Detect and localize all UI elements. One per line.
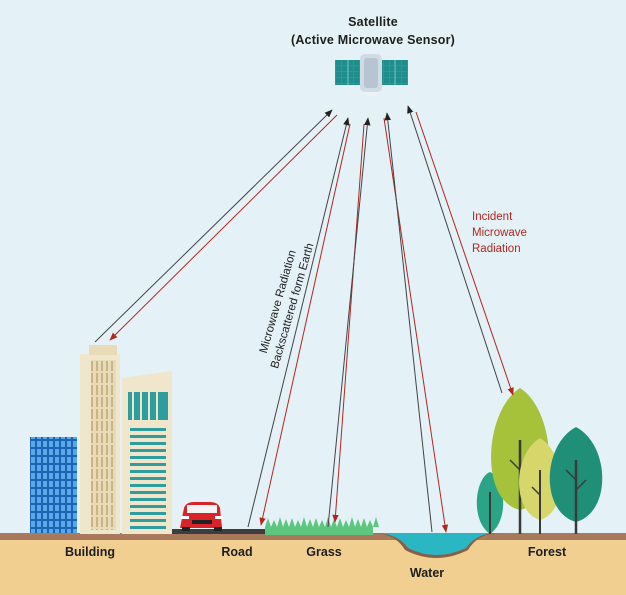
- label-grass: Grass: [306, 545, 342, 559]
- glass-tower: [30, 437, 77, 533]
- satellite-subtitle: (Active Microwave Sensor): [290, 33, 456, 47]
- incident-radiation-label: Incident Microwave Radiation: [472, 209, 552, 257]
- tall-tower: [80, 345, 120, 534]
- incident-label-line: Radiation: [472, 243, 521, 255]
- label-building: Building: [65, 545, 115, 559]
- label-water: Water: [409, 566, 445, 580]
- label-forest: Forest: [527, 545, 567, 559]
- road-surface: [172, 529, 265, 534]
- striped-tower: [122, 371, 172, 534]
- forest-trees: [476, 388, 603, 534]
- grass-patch: [265, 517, 379, 535]
- water-pond: [372, 533, 500, 558]
- building-group: [30, 345, 172, 534]
- incident-label-line: Microwave: [472, 227, 527, 239]
- car-icon: [180, 502, 223, 531]
- satellite-icon: [335, 54, 408, 96]
- ground: [0, 533, 626, 595]
- backscatter-arrows: [94, 105, 503, 533]
- label-road: Road: [221, 545, 253, 559]
- satellite-title: Satellite: [348, 15, 398, 29]
- incident-radiation-arrows: [109, 111, 514, 533]
- incident-label-line: Incident: [472, 211, 513, 223]
